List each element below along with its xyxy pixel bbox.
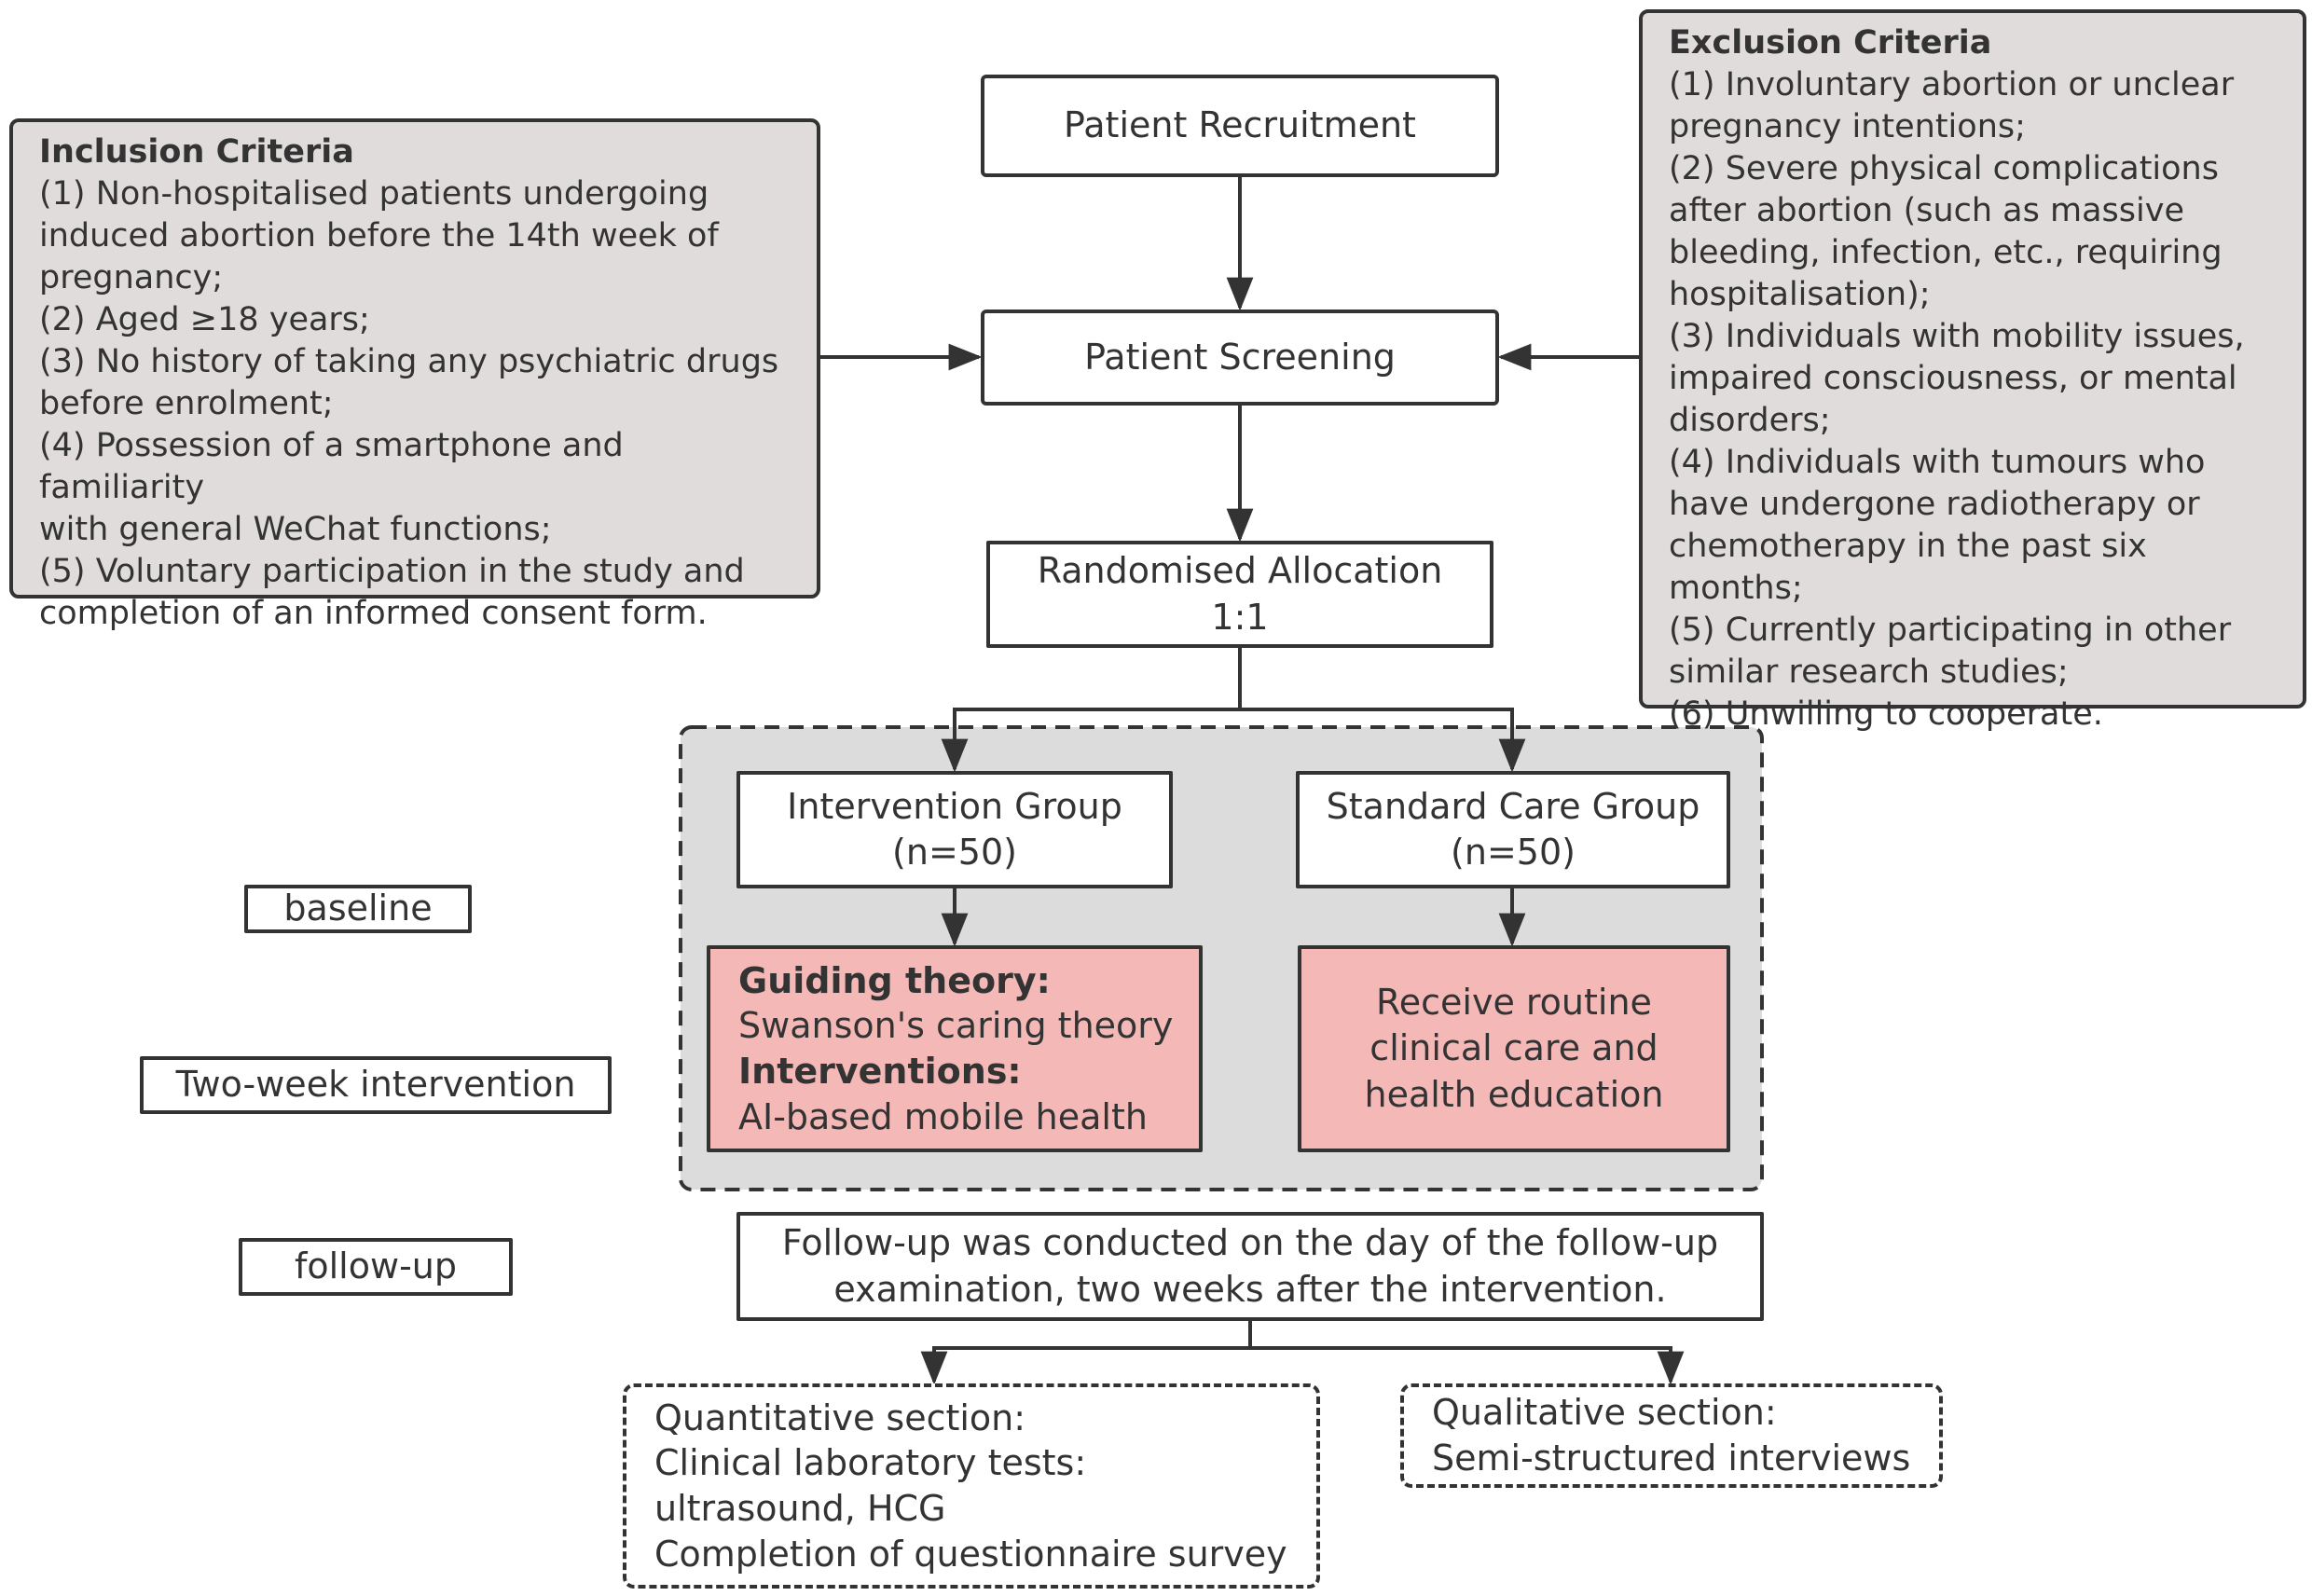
exclusion-line: chemotherapy in the past six months; [1669,528,2147,607]
exclusion-line: (2) Severe physical complications [1669,150,2219,187]
quantitative-line: ultrasound, HCG [654,1488,946,1529]
exclusion-line: bleeding, infection, etc., requiring [1669,234,2223,271]
phase-baseline-text: baseline [283,887,433,929]
guiding-theory-label: Guiding theory: [738,959,1051,1001]
qualitative-line: Qualitative section: [1432,1392,1777,1434]
qualitative-section-box: Qualitative section: Semi-structured int… [1400,1383,1943,1488]
exclusion-line: (1) Involuntary abortion or unclear [1669,66,2235,103]
exclusion-criteria-title: Exclusion Criteria [1669,24,1992,62]
exclusion-line: (5) Currently participating in other [1669,612,2232,649]
inclusion-line: (3) No history of taking any psychiatric… [39,343,779,380]
followup-line: examination, two weeks after the interve… [833,1268,1667,1310]
phase-intervention-label: Two-week intervention [140,1056,612,1114]
intervention-group-label: Intervention Group [787,785,1122,827]
exclusion-line: (3) Individuals with mobility issues, [1669,318,2245,355]
quantitative-line: Quantitative section: [654,1396,1026,1438]
phase-baseline-label: baseline [244,885,472,933]
quantitative-section-box: Quantitative section: Clinical laborator… [623,1383,1320,1589]
inclusion-line: (1) Non-hospitalised patients undergoing [39,175,709,213]
guiding-theory-value: Swanson's caring theory [738,1005,1174,1047]
standard-detail-box: Receive routine clinical care and health… [1298,945,1730,1152]
allocation-ratio: 1:1 [1211,596,1269,638]
quantitative-line: Completion of questionnaire survey [654,1533,1287,1575]
standard-care-group-count: (n=50) [1451,832,1576,873]
standard-care-group-box: Standard Care Group (n=50) [1296,771,1730,888]
intervention-group-box: Intervention Group (n=50) [736,771,1173,888]
inclusion-line: (4) Possession of a smartphone and famil… [39,427,624,506]
standard-care-group-label: Standard Care Group [1326,785,1700,827]
patient-screening-label: Patient Screening [1084,336,1396,378]
exclusion-line: after abortion (such as massive [1669,192,2184,229]
inclusion-line: (5) Voluntary participation in the study… [39,553,745,590]
allocation-split-line [941,646,1242,773]
inclusion-line: pregnancy; [39,259,224,296]
allocation-split-line-right [1240,708,1526,773]
interventions-value: AI-based mobile health [738,1095,1148,1137]
interventions-label: Interventions: [738,1051,1022,1092]
exclusion-criteria-box: Exclusion Criteria (1) Involuntary abort… [1639,9,2306,733]
standard-detail-line: Receive routine [1376,981,1652,1023]
exclusion-line: similar research studies; [1669,654,2069,691]
inclusion-line: completion of an informed consent form. [39,595,708,632]
standard-detail-line: health education [1364,1073,1664,1115]
quantitative-line: Clinical laboratory tests: [654,1442,1087,1484]
intervention-group-count: (n=50) [892,832,1017,873]
exclusion-line: disorders; [1669,402,1831,439]
intervention-detail-box: Guiding theory: Swanson's caring theory … [707,945,1203,1152]
exclusion-line: hospitalisation); [1669,276,1931,313]
patient-recruitment-box: Patient Recruitment [981,75,1499,177]
phase-followup-text: follow-up [295,1245,457,1287]
followup-split-line-right [1250,1346,1685,1385]
exclusion-line: impaired consciousness, or mental [1669,360,2237,397]
qualitative-line: Semi-structured interviews [1432,1438,1911,1479]
allocation-label: Randomised Allocation [1037,550,1443,592]
standard-detail-line: clinical care and [1369,1027,1658,1069]
inclusion-criteria-title: Inclusion Criteria [39,133,354,171]
inclusion-line: before enrolment; [39,385,334,422]
inclusion-line: (2) Aged ≥18 years; [39,301,370,338]
inclusion-line: induced abortion before the 14th week of [39,217,719,255]
inclusion-criteria-box: Inclusion Criteria (1) Non-hospitalised … [9,118,820,632]
patient-recruitment-label: Patient Recruitment [1064,104,1416,146]
patient-screening-box: Patient Screening [981,310,1499,406]
exclusion-line: have undergone radiotherapy or [1669,486,2200,523]
exclusion-line: (4) Individuals with tumours who [1669,444,2206,481]
exclusion-line: pregnancy intentions; [1669,108,2026,145]
phase-followup-label: follow-up [239,1238,513,1296]
phase-intervention-text: Two-week intervention [175,1064,576,1106]
inclusion-line: with general WeChat functions; [39,511,552,548]
followup-split-line [920,1319,1252,1385]
followup-line: Follow-up was conducted on the day of th… [781,1222,1719,1264]
randomised-allocation-box: Randomised Allocation 1:1 [986,541,1493,648]
exclusion-line: (6) Unwilling to cooperate. [1669,695,2103,733]
followup-box: Follow-up was conducted on the day of th… [736,1212,1764,1321]
